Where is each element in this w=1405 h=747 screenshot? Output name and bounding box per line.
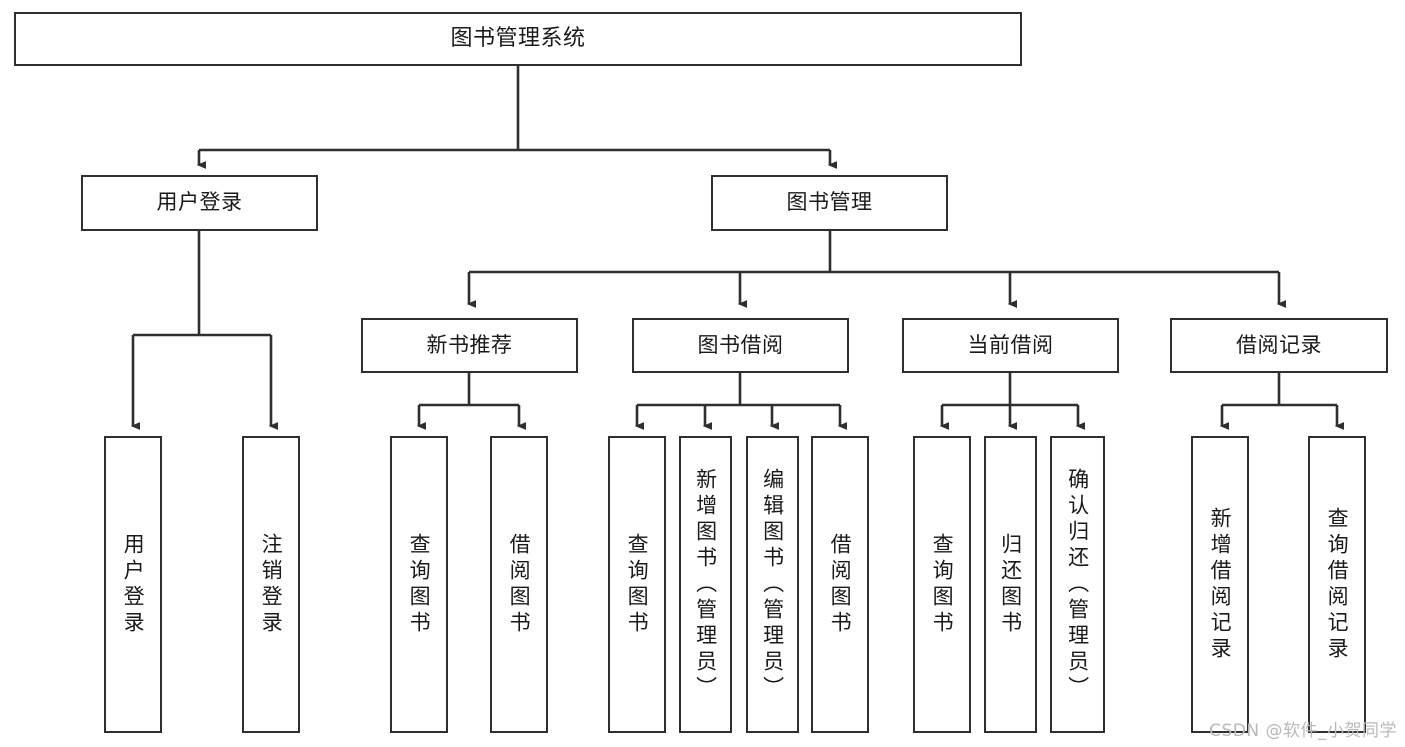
node-leaf-add-book[interactable]: 新增图书（管理员） [679,436,732,733]
node-leaf-add-record[interactable]: 新增借阅记录 [1191,436,1249,733]
node-borrow-record[interactable]: 借阅记录 [1170,318,1388,373]
node-leaf-confirm-return[interactable]: 确认归还（管理员） [1050,436,1105,733]
node-leaf-borrow-book-2[interactable]: 借阅图书 [811,436,869,733]
node-leaf-logout-login[interactable]: 注销登录 [242,436,300,733]
node-book-borrow[interactable]: 图书借阅 [632,318,849,373]
node-leaf-edit-book[interactable]: 编辑图书（管理员） [746,436,799,733]
node-user-login[interactable]: 用户登录 [81,175,318,231]
node-leaf-user-login[interactable]: 用户登录 [104,436,162,733]
node-leaf-borrow-book-1[interactable]: 借阅图书 [490,436,548,733]
node-leaf-query-record[interactable]: 查询借阅记录 [1308,436,1366,733]
node-leaf-query-book-2[interactable]: 查询图书 [608,436,666,733]
watermark-text: CSDN @软件_小贺同学 [1209,721,1397,741]
node-leaf-query-book-1[interactable]: 查询图书 [390,436,448,733]
node-leaf-return-book[interactable]: 归还图书 [984,436,1037,733]
node-new-book-recommend[interactable]: 新书推荐 [361,318,578,373]
node-book-management[interactable]: 图书管理 [711,175,948,231]
node-current-borrow[interactable]: 当前借阅 [902,318,1119,373]
node-root[interactable]: 图书管理系统 [14,12,1022,66]
node-leaf-query-book-3[interactable]: 查询图书 [913,436,971,733]
